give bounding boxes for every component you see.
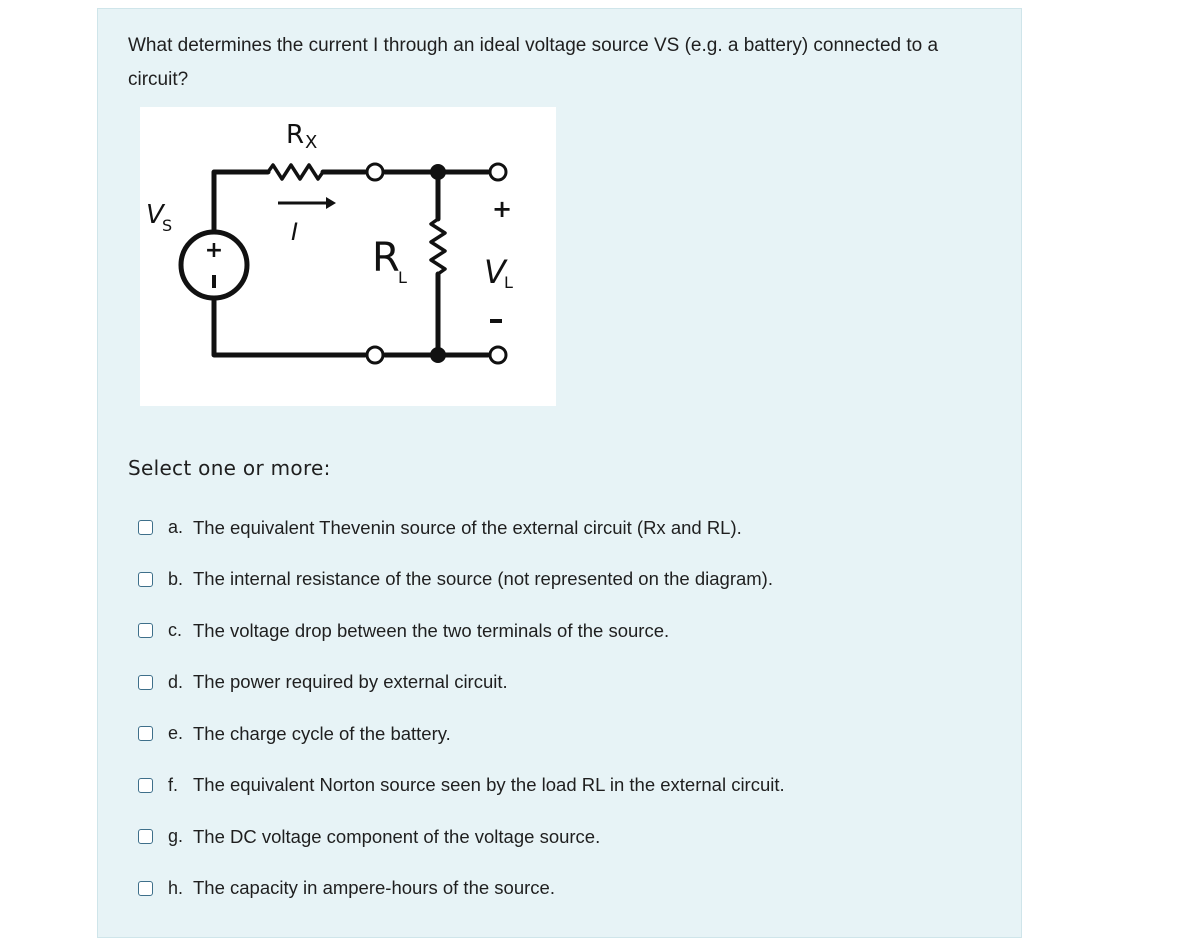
wire-top-left	[211, 169, 271, 236]
checkbox-a[interactable]	[138, 520, 153, 536]
option-text: The internal resistance of the source (n…	[193, 568, 773, 590]
checkbox-b[interactable]	[138, 571, 153, 587]
label-rx-sub: X	[305, 132, 317, 153]
checkbox-e[interactable]	[138, 726, 153, 742]
option-g[interactable]: g. The DC voltage component of the volta…	[138, 811, 998, 863]
option-letter: g.	[168, 826, 184, 847]
arrow-right-icon	[326, 197, 336, 209]
circuit-diagram: + R X V S I R L V L +	[140, 107, 556, 406]
option-letter: d.	[168, 671, 184, 692]
terminal-bottom-right	[488, 345, 508, 365]
option-text: The charge cycle of the battery.	[193, 722, 451, 744]
checkbox-g[interactable]	[138, 829, 153, 845]
option-text: The equivalent Norton source seen by the…	[193, 774, 785, 796]
option-text: The voltage drop between the two termina…	[193, 619, 670, 641]
option-letter: c.	[168, 620, 183, 641]
resistor-rl	[429, 217, 447, 276]
resistor-rx	[266, 163, 325, 181]
option-e[interactable]: e. The charge cycle of the battery.	[138, 708, 998, 760]
voltage-source-icon	[178, 229, 250, 301]
option-letter: e.	[168, 723, 184, 744]
vl-plus: +	[492, 195, 512, 223]
option-c[interactable]: c. The voltage drop between the two term…	[138, 605, 998, 657]
option-b[interactable]: b. The internal resistance of the source…	[138, 554, 998, 606]
option-d[interactable]: d. The power required by external circui…	[138, 657, 998, 709]
label-vs-sub: S	[162, 216, 172, 235]
checkbox-c[interactable]	[138, 623, 153, 639]
source-minus-icon	[212, 275, 216, 288]
terminal-top-mid	[365, 162, 385, 182]
label-rl-sub: L	[398, 268, 407, 287]
label-rl-main: R	[372, 235, 400, 281]
checkbox-f[interactable]	[138, 777, 153, 793]
option-letter: h.	[168, 877, 184, 898]
option-text: The DC voltage component of the voltage …	[193, 825, 601, 847]
options-list: a. The equivalent Thevenin source of the…	[138, 502, 998, 914]
label-current: I	[291, 218, 298, 246]
terminal-top-right	[488, 162, 508, 182]
select-prompt: Select one or more:	[128, 456, 331, 480]
junction-top	[430, 164, 446, 180]
label-vl-main: V	[484, 253, 508, 291]
source-plus: +	[205, 238, 223, 263]
circuit-svg: + R X V S I R L V L +	[146, 120, 513, 365]
option-text: The power required by external circuit.	[193, 671, 508, 693]
option-text: The equivalent Thevenin source of the ex…	[193, 516, 742, 538]
wire-bottom-left	[211, 294, 368, 358]
option-letter: f.	[168, 774, 179, 795]
question-card: What determines the current I through an…	[97, 8, 1022, 938]
checkbox-d[interactable]	[138, 674, 153, 690]
checkbox-h[interactable]	[138, 880, 153, 896]
terminal-bottom-mid	[365, 345, 385, 365]
junction-bottom	[430, 347, 446, 363]
option-text: The capacity in ampere-hours of the sour…	[193, 877, 555, 899]
question-text: What determines the current I through an…	[128, 35, 939, 90]
vl-minus-icon	[490, 319, 502, 323]
option-h[interactable]: h. The capacity in ampere-hours of the s…	[138, 863, 998, 915]
label-vs-main: V	[146, 200, 166, 230]
option-letter: b.	[168, 568, 184, 589]
label-rx-main: R	[286, 120, 304, 150]
option-a[interactable]: a. The equivalent Thevenin source of the…	[138, 502, 998, 554]
option-f[interactable]: f. The equivalent Norton source seen by …	[138, 760, 998, 812]
label-vl-sub: L	[504, 273, 513, 292]
option-letter: a.	[168, 517, 184, 538]
